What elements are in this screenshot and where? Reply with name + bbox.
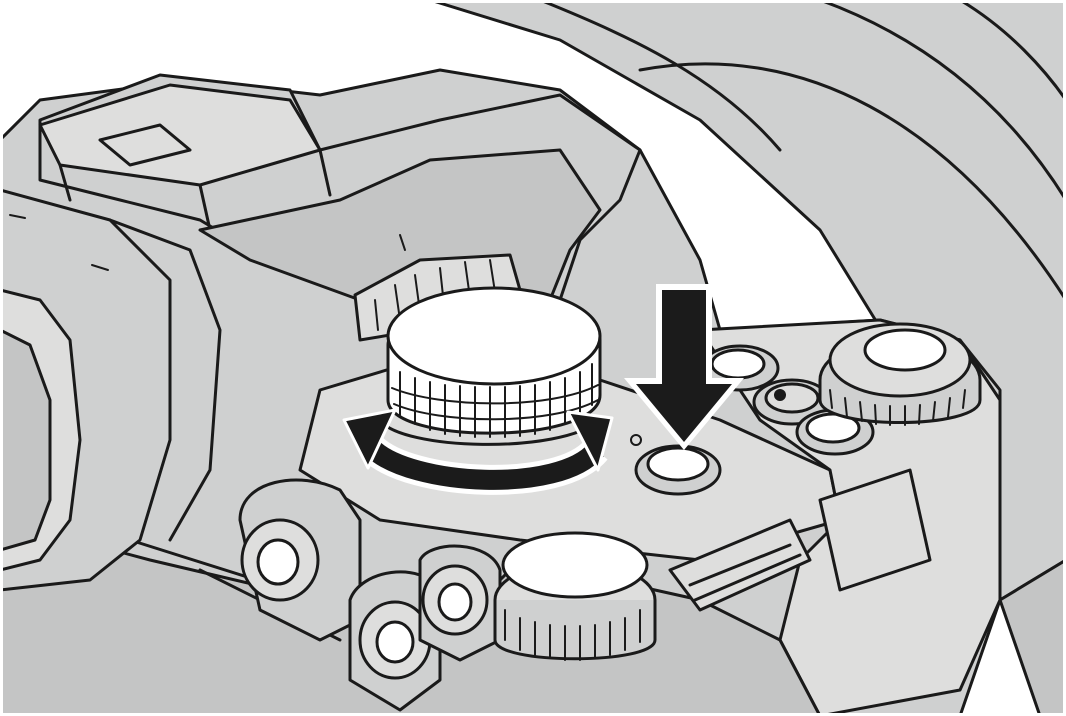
left-control-cluster bbox=[238, 478, 502, 712]
front-command-dial[interactable] bbox=[818, 322, 982, 426]
record-dot-icon bbox=[774, 389, 786, 401]
lock-release-button-icon bbox=[646, 446, 710, 482]
eyecup bbox=[0, 188, 222, 592]
rotate-arrow-icon bbox=[342, 408, 614, 495]
function-lever[interactable] bbox=[668, 518, 812, 612]
mode-dial-icon bbox=[386, 286, 602, 386]
rear-command-dial[interactable] bbox=[493, 531, 657, 661]
mode-dial[interactable] bbox=[353, 253, 602, 446]
press-down-arrow-icon bbox=[624, 284, 744, 450]
grip-button-panel bbox=[818, 468, 932, 592]
lock-release-button[interactable] bbox=[630, 434, 722, 496]
